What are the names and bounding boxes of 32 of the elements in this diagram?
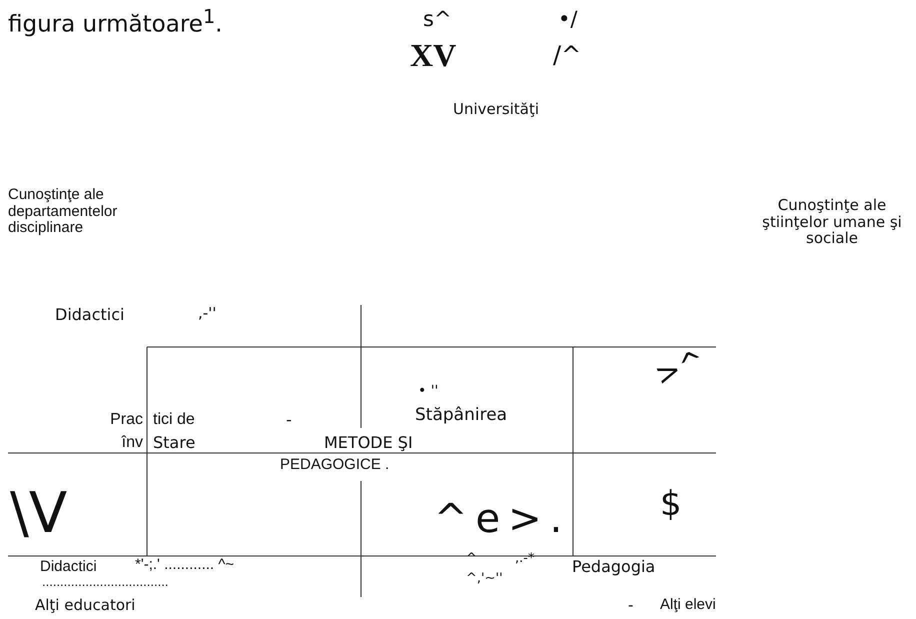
cell-label: înv bbox=[120, 434, 143, 452]
stray-symbols: ,-'' bbox=[198, 305, 216, 322]
cell-label: Pedagogia bbox=[572, 558, 656, 576]
cell-label: Alţi educatori bbox=[35, 597, 136, 614]
stray-symbols: >^ bbox=[650, 344, 710, 393]
heading-label: Cunoştinţe ale ştiinţelor umane şi sociale bbox=[761, 197, 903, 246]
heading-label: Universităţi bbox=[453, 101, 540, 118]
cell-label: Didactici bbox=[55, 306, 124, 324]
cell-label: Stare bbox=[153, 434, 196, 452]
caption-text: figura următoare$^{1}$. bbox=[8, 6, 222, 38]
stray-symbols: ................................... bbox=[42, 575, 168, 590]
stray-symbols: \V bbox=[10, 486, 68, 548]
stray-symbols: - bbox=[628, 597, 634, 614]
cell-label: Alţi elevi bbox=[660, 597, 716, 614]
stray-symbols: /^ bbox=[553, 42, 582, 68]
stray-symbols: • '' bbox=[418, 384, 438, 400]
cell-label: Stăpânirea bbox=[415, 406, 508, 425]
cell-label: Didactici bbox=[40, 559, 97, 576]
stray-symbols: ^e>. bbox=[434, 497, 570, 541]
stray-symbols: *'-;.' ............ ^~ bbox=[135, 557, 234, 574]
stray-symbols: XV bbox=[410, 38, 456, 74]
stray-symbols: ^ bbox=[466, 552, 477, 566]
stray-symbols: ^,'~'' bbox=[466, 572, 503, 586]
heading-label: Cunoştinţe ale departamentelor disciplinare bbox=[8, 187, 118, 236]
cell-label: METODE ŞI bbox=[324, 434, 413, 452]
stray-symbols: s^ bbox=[423, 8, 452, 32]
stray-symbols: •/ bbox=[558, 8, 578, 32]
stray-symbols: - bbox=[286, 411, 292, 429]
cell-label: Prac bbox=[109, 411, 143, 429]
stray-symbols: $ bbox=[660, 486, 682, 524]
cell-label: tici de bbox=[153, 411, 195, 429]
cell-label: PEDAGOGICE . bbox=[280, 457, 390, 474]
